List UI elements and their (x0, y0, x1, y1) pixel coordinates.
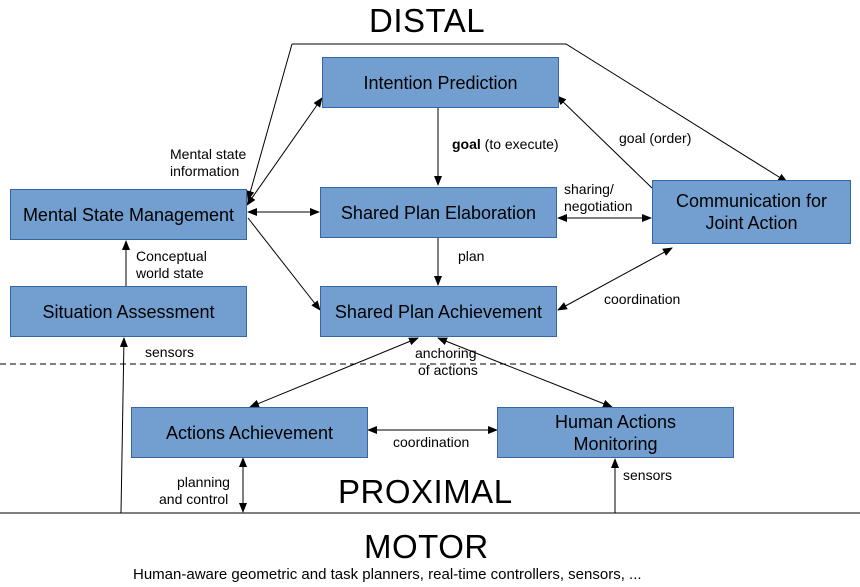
label-sharing-2: negotiation (564, 198, 633, 214)
label-sharing-1: sharing/ (564, 181, 614, 197)
label-mental-state-info-1: Mental state (170, 146, 247, 162)
label-conceptual-1: Conceptual (136, 248, 207, 264)
label-conceptual-2: world state (136, 265, 204, 281)
label-planning-2: and control (159, 491, 229, 507)
level-distal: DISTAL (369, 2, 486, 39)
edge-comm-spa (557, 247, 673, 311)
motor-description: Human-aware geometric and task planners,… (133, 566, 642, 583)
label-sensors-right: sensors (623, 467, 673, 483)
box-mental-state-management: Mental State Management (10, 189, 247, 240)
box-communication-joint-action: Communication for Joint Action (652, 180, 851, 244)
edge-comm-top-msm (292, 43, 788, 183)
box-situation-assessment: Situation Assessment (10, 286, 247, 337)
edge-spa-aa (249, 337, 419, 408)
label-anchoring-2: of actions (418, 362, 478, 378)
label-coordination-top: coordination (604, 291, 681, 307)
box-actions-achievement: Actions Achievement (131, 407, 368, 458)
label-sensors-left: sensors (145, 344, 195, 360)
label-coordination-bottom: coordination (393, 434, 470, 450)
edge-top-msm (246, 43, 293, 201)
label-goal-rest: (to execute) (480, 136, 559, 152)
label-anchoring-1: anchoring (415, 345, 477, 361)
label-planning-1: planning (177, 474, 230, 490)
label-goal-order: goal (order) (619, 130, 692, 146)
label-goal-bold: goal (452, 136, 481, 152)
label-goal-execute: goal (to execute) (452, 136, 559, 153)
edge-sensors-sa (119, 337, 128, 514)
label-plan: plan (458, 248, 485, 264)
edge-msm-ip (246, 97, 323, 206)
box-intention-prediction: Intention Prediction (322, 57, 559, 108)
level-proximal: PROXIMAL (338, 473, 513, 510)
label-mental-state-info-2: information (170, 163, 240, 179)
box-shared-plan-achievement: Shared Plan Achievement (320, 286, 557, 337)
edge-msm-spa (247, 217, 321, 311)
edge-comm-ip (556, 95, 653, 189)
box-shared-plan-elaboration: Shared Plan Elaboration (320, 187, 557, 238)
level-motor: MOTOR (364, 528, 489, 565)
edge-spa-ham (437, 337, 613, 408)
box-human-actions-monitoring: Human Actions Monitoring (497, 407, 734, 458)
